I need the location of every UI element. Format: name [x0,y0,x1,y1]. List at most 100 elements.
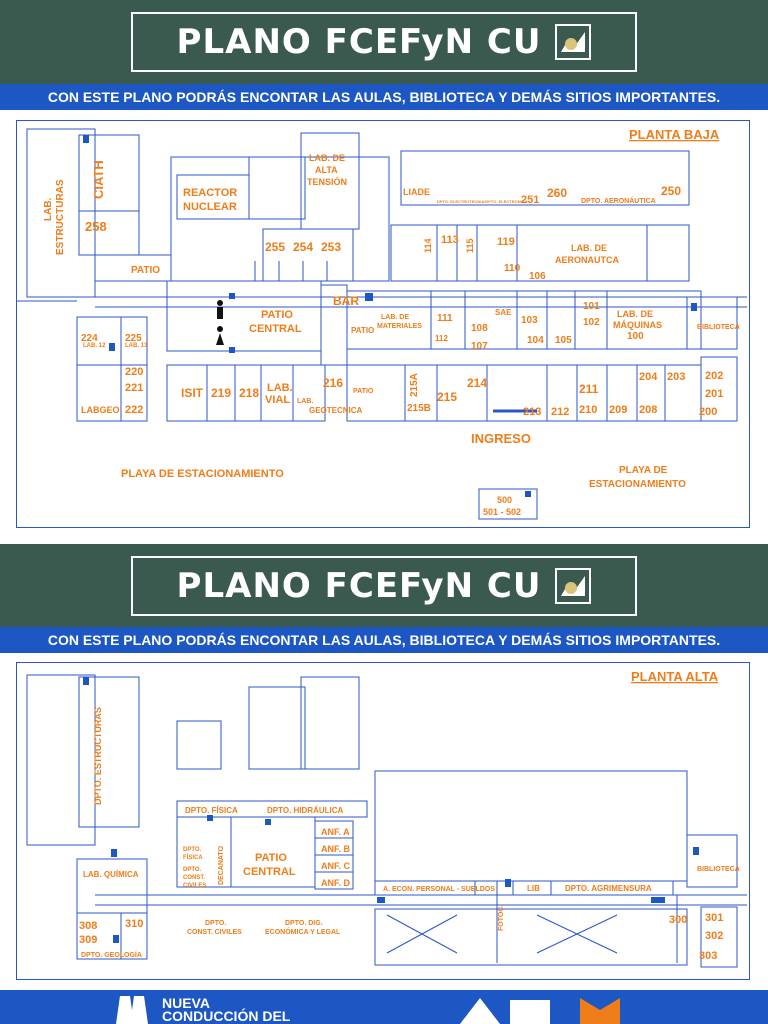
lab12-label: LAB. 12 [83,343,106,349]
subtitle-bar-mid: CON ESTE PLANO PODRÁS ENCONTAR LAS AULAS… [0,627,768,653]
page-title-repeat: PLANO FCEFyN CU [176,566,542,606]
room-215a: 215A [409,373,420,397]
biblioteca-baja: BIBLIOTECA [697,324,740,331]
bar-label: BAR [333,294,359,308]
room-251: 251 [521,194,539,206]
room-216: 216 [323,376,343,390]
playa-2a: PLAYA DE [619,465,668,476]
room-254: 254 [293,240,313,254]
econ-label: A. ECON. PERSONAL - SUELDOS [383,886,495,893]
patio-central-alta-2: CENTRAL [243,866,296,878]
room-219: 219 [211,386,231,400]
biblioteca-alta: BIBLIOTECA [697,866,740,873]
map-planta-baja: PLANTA BAJA LAB. ESTRUCTURAS CIATH 258 P… [16,120,750,528]
patio-central-alta-1: PATIO [255,852,287,864]
room-220: 220 [125,366,143,378]
room-114: 114 [423,238,433,253]
dpto-dig-2: ECONÓMICA Y LEGAL [265,927,341,936]
room-111: 111 [437,313,453,324]
dpto-const-small-2: CONST. [183,875,205,881]
lib-label: LIB [527,884,540,893]
dpto-aero: DPTO. AERONÁUTICA [581,196,656,205]
nueva-conduccion-logo-icon [116,996,148,1024]
dpto-const-small-1: DPTO. [183,867,202,873]
room-221: 221 [125,382,143,394]
dpto-fisica-small-1: DPTO. [183,847,202,853]
title-box-top: PLANO FCEFyN CU [131,12,637,72]
reactor-1: REACTOR [183,187,237,199]
dpto-geologia: DPTO. GEOLOGÍA [81,950,142,959]
lab-estructuras-2: ESTRUCTURAS [55,179,66,255]
ciath-label: CIATH [91,160,106,199]
room-103: 103 [521,315,538,326]
lab-quimica: LAB. QUÍMICA [83,870,139,879]
room-112: 112 [435,334,448,343]
dpto-const-small-3: CIVILES [183,883,206,889]
room-119: 119 [497,236,515,248]
playa-1: PLAYA DE ESTACIONAMIENTO [121,468,284,480]
room-253: 253 [321,240,341,254]
dpto-dig-1: DPTO. DIG. [285,920,323,927]
lab-materiales-1: LAB. DE [381,314,409,321]
room-212: 212 [551,406,569,418]
lab-geotecnica-1: LAB. [297,398,313,405]
ingreso-label: INGRESO [471,431,531,446]
room-108: 108 [471,323,488,334]
fcefyn-logo-icon [555,568,592,604]
reactor-2: NUCLEAR [183,201,237,213]
patio-central-2: CENTRAL [249,323,302,335]
room-302: 302 [705,930,723,942]
room-215b: 215B [407,403,431,414]
lab-aero-2: AERONAUTCA [555,255,619,265]
room-500: 500 [497,495,512,505]
fcefyn-logo-icon [555,24,592,60]
room-208: 208 [639,404,657,416]
dpto-hidraulica: DPTO. HIDRÁULICA [267,806,344,815]
patio-mid: PATIO [351,326,374,335]
anf-d: ANF. D [321,878,351,888]
subtitle-bar-top: CON ESTE PLANO PODRÁS ENCONTAR LAS AULAS… [0,84,768,110]
arm-logo-icon [460,998,620,1024]
room-301: 301 [705,912,723,924]
room-105: 105 [555,335,572,346]
lab-maquinas-1: LAB. DE [617,309,653,319]
dpto-agrimensura: DPTO. AGRIMENSURA [565,884,652,893]
room-303: 303 [699,950,717,962]
room-204: 204 [639,371,658,383]
room-300: 300 [669,914,687,926]
room-310: 310 [125,918,143,930]
room-200: 200 [699,406,717,418]
anf-c: ANF. C [321,861,351,871]
alta-tension-2: ALTA [315,165,338,175]
anf-a: ANF. A [321,827,350,837]
room-224: 224 [81,333,98,344]
room-213: 213 [523,406,541,418]
room-115: 115 [465,238,475,253]
lab13-label: LAB. 13 [125,343,148,349]
room-203: 203 [667,371,685,383]
alta-tension-1: LAB. DE [309,153,345,163]
floor-label-alta: PLANTA ALTA [631,669,719,684]
decanato-label: DECANATO [218,845,225,885]
room-222: 222 [125,404,143,416]
patio-low: PATIO [353,388,374,395]
room-255: 255 [265,240,285,254]
dpto-fisica-small-2: FÍSICA [183,853,203,861]
dpto-estructuras: DPTO. ESTRUCTURAS [93,707,103,805]
room-215: 215 [437,390,457,404]
dpto-electro: DPTO. ELECTROTECNIA/DPTO. ELECTRÓNICA [437,199,528,204]
room-107: 107 [471,341,488,352]
lab-estructuras-1: LAB. [43,197,54,221]
lab-materiales-2: MATERIALES [377,323,422,330]
dpto-fisica: DPTO. FÍSICA [185,806,238,815]
liade-label: LIADE [403,187,430,197]
room-218: 218 [239,386,259,400]
room-210: 210 [579,404,597,416]
room-258: 258 [85,219,107,234]
dpto-const-civiles-1: DPTO. [205,920,226,927]
alta-tension-3: TENSIÓN [307,176,347,187]
page-title: PLANO FCEFyN CU [176,22,542,62]
footer-logo-line2: CONDUCCIÓN DEL [162,1008,291,1024]
room-209: 209 [609,404,627,416]
room-225: 225 [125,333,142,344]
